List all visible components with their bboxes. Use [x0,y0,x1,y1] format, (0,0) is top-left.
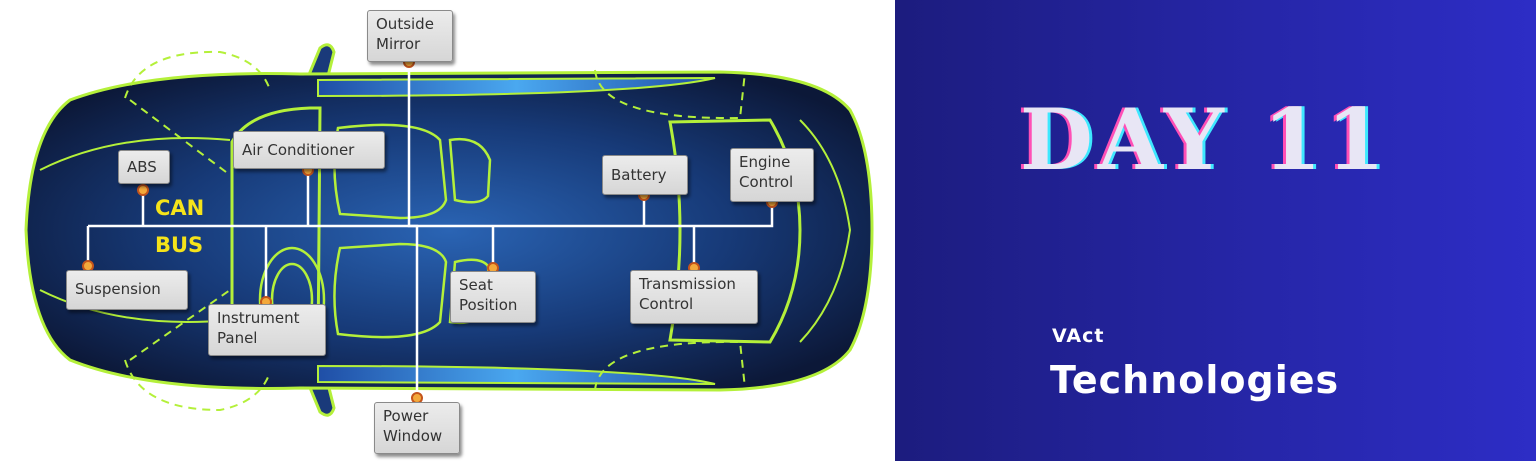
node-power-window: Power Window [374,402,460,454]
bus-label: BUS [155,233,204,257]
brand-name-small: VAct [1052,325,1105,347]
node-transmission-control: Transmission Control [630,270,758,324]
day-title: DAY 11 [1020,90,1390,189]
node-abs: ABS [118,150,170,184]
top-glass [317,77,716,98]
node-seat-position: Seat Position [450,271,536,323]
body-details [39,119,852,343]
node-instrument-panel: Instrument Panel [208,304,326,356]
stub-engine-control [694,202,774,228]
dashed-lines [124,50,746,412]
can-bus-diagram: CAN BUS Outside Mirror ABS Air Condition… [24,10,874,454]
stub-outside-mirror [407,62,419,398]
node-suspension: Suspension [66,270,188,310]
brand-name-large: Technologies [1050,358,1340,402]
car-illustration [24,43,874,417]
node-air-conditioner: Air Conditioner [233,131,385,169]
can-label: CAN [155,196,205,220]
node-outside-mirror: Outside Mirror [367,10,453,62]
dot-abs [137,184,149,196]
can-bus-lines [86,62,774,398]
node-battery: Battery [602,155,688,195]
title-banner: DAY 11 VAct Technologies [895,0,1536,461]
node-engine-control: Engine Control [730,148,814,202]
